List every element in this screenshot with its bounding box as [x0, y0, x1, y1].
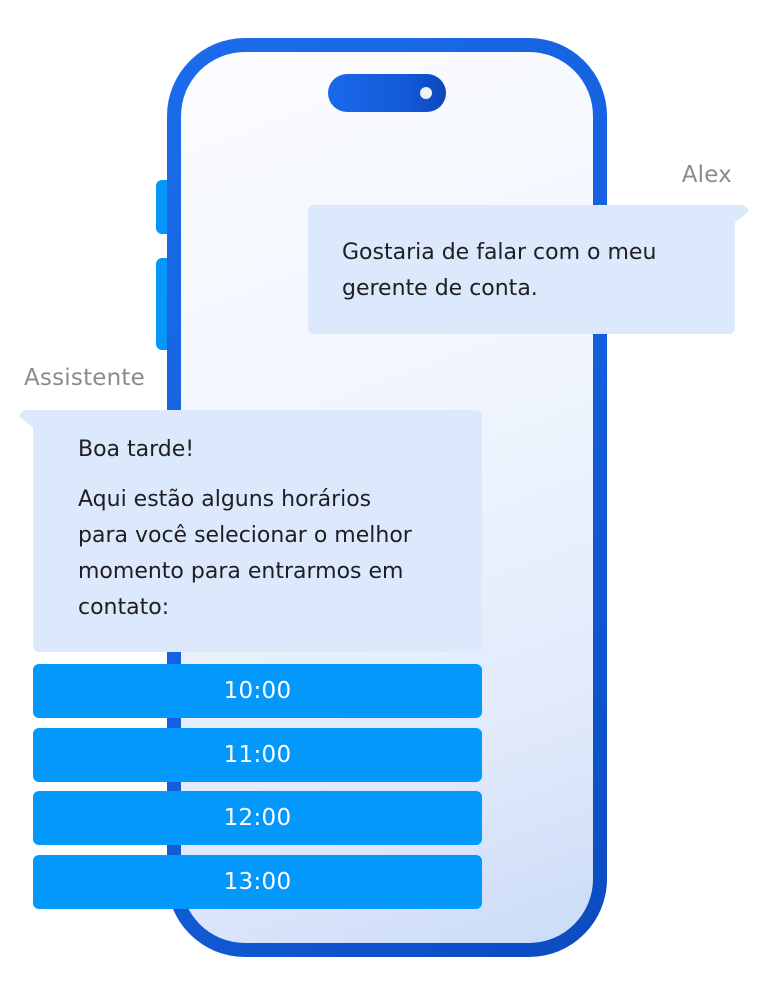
- user-message-bubble: Gostaria de falar com o meu gerente de c…: [308, 205, 735, 334]
- time-slot-button-1100[interactable]: 11:00: [33, 727, 482, 782]
- camera-icon: [420, 87, 432, 99]
- user-message-text: Gostaria de falar com o meu gerente de c…: [342, 240, 657, 301]
- phone-side-button-bottom: [156, 258, 170, 350]
- assistant-message-text: Aqui estão alguns horários para você sel…: [78, 487, 412, 620]
- time-slot-list: 10:00 11:00 12:00 13:00: [33, 664, 482, 918]
- assistant-message-bubble: Boa tarde! Aqui estão alguns horários pa…: [33, 410, 482, 652]
- assistant-greeting: Boa tarde!: [78, 437, 195, 462]
- time-slot-button-1000[interactable]: 10:00: [33, 664, 482, 718]
- phone-side-button-top: [156, 180, 170, 234]
- user-sender-name: Alex: [681, 162, 732, 188]
- time-slot-button-1300[interactable]: 13:00: [33, 854, 482, 909]
- time-slot-button-1200[interactable]: 12:00: [33, 791, 482, 845]
- assistant-sender-name: Assistente: [24, 365, 145, 391]
- phone-dynamic-island: [328, 74, 446, 112]
